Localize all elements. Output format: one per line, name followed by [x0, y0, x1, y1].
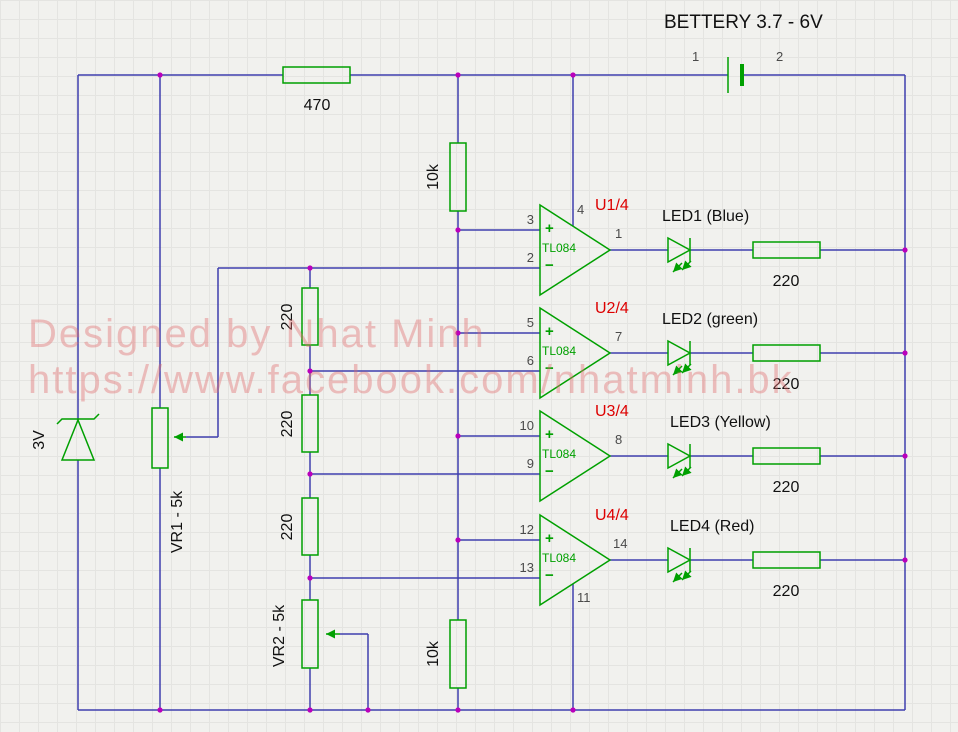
battery-pin1-label: 1	[692, 49, 700, 64]
u4-pin-minus-number: 13	[519, 560, 534, 575]
battery-title-label: BETTERY 3.7 - 6V	[664, 12, 823, 33]
u3-id-label: U3/4	[595, 403, 629, 420]
u2-plus-sign: +	[545, 323, 554, 340]
resistor-220-chain-1-label: 220	[279, 303, 297, 331]
wires	[77, 74, 906, 711]
u3-plus-sign: +	[545, 426, 554, 443]
u2-pin-out-number: 7	[615, 329, 623, 344]
led3-symbol[interactable]	[667, 442, 692, 479]
u2-id-label: U2/4	[595, 300, 629, 317]
u2-chip-label: TL084	[542, 344, 577, 358]
resistor-220-chain-2-label: 220	[279, 410, 297, 438]
resistor-220-chain-2-symbol[interactable]	[301, 394, 319, 453]
led1-label: LED1 (Blue)	[662, 208, 750, 225]
u2-pin-plus-number: 5	[526, 315, 534, 330]
resistor-10k-bottom-label: 10k	[425, 641, 443, 667]
led4-symbol[interactable]	[667, 546, 692, 583]
resistor-220-out-1-label: 220	[772, 273, 800, 290]
u1-pin-out-number: 1	[615, 226, 623, 241]
zener-3v-label: 3V	[31, 430, 49, 450]
vr2-label: VR2 - 5k	[271, 604, 289, 668]
resistor-470-label: 470	[303, 97, 331, 114]
u4-pin-out-number: 14	[613, 536, 628, 551]
u4-plus-sign: +	[545, 530, 554, 547]
u1-pin-minus-number: 2	[526, 250, 534, 265]
resistor-10k-top-symbol[interactable]	[449, 142, 467, 212]
opamp-u1-symbol[interactable]	[539, 203, 612, 297]
battery-symbol[interactable]	[727, 57, 744, 93]
resistor-220-out-2-label: 220	[772, 376, 800, 393]
opamp-u3-symbol[interactable]	[539, 409, 612, 503]
u3-pin-out-number: 8	[615, 432, 623, 447]
u2-pin-minus-number: 6	[526, 353, 534, 368]
resistor-470-symbol[interactable]	[282, 66, 351, 84]
zener-diode-symbol[interactable]	[56, 413, 100, 461]
u1-id-label: U1/4	[595, 197, 629, 214]
led2-symbol[interactable]	[667, 339, 692, 376]
u4-pin-power-number: 11	[577, 590, 591, 605]
opamp-u4-symbol[interactable]	[539, 513, 612, 607]
resistor-220-out-3-label: 220	[772, 479, 800, 496]
resistor-220-out-2-symbol[interactable]	[752, 344, 821, 362]
vr2-pot-symbol[interactable]	[301, 599, 340, 669]
resistor-220-out-1-symbol[interactable]	[752, 241, 821, 259]
resistor-220-out-4-symbol[interactable]	[752, 551, 821, 569]
u1-chip-label: TL084	[542, 241, 577, 255]
u1-pin-plus-number: 3	[526, 212, 534, 227]
u3-pin-plus-number: 10	[519, 418, 534, 433]
u4-chip-label: TL084	[542, 551, 577, 565]
led1-symbol[interactable]	[667, 236, 692, 273]
u3-minus-sign: −	[545, 463, 554, 480]
resistor-220-chain-3-symbol[interactable]	[301, 497, 319, 556]
u1-plus-sign: +	[545, 220, 554, 237]
u4-minus-sign: −	[545, 567, 554, 584]
resistor-220-chain-1-symbol[interactable]	[301, 287, 319, 346]
u1-pin-power-number: 4	[577, 202, 585, 217]
battery-pin2-label: 2	[776, 49, 784, 64]
u3-pin-minus-number: 9	[526, 456, 534, 471]
resistor-220-out-3-symbol[interactable]	[752, 447, 821, 465]
u1-minus-sign: −	[545, 257, 554, 274]
resistor-220-out-4-label: 220	[772, 583, 800, 600]
opamp-u2-symbol[interactable]	[539, 306, 612, 400]
resistor-10k-bottom-symbol[interactable]	[449, 619, 467, 689]
u4-id-label: U4/4	[595, 507, 629, 524]
vr1-pot-symbol[interactable]	[151, 407, 186, 469]
resistor-220-chain-3-label: 220	[279, 513, 297, 541]
resistor-10k-top-label: 10k	[425, 164, 443, 190]
led3-label: LED3 (Yellow)	[670, 414, 771, 431]
vr1-label: VR1 - 5k	[169, 490, 187, 554]
led4-label: LED4 (Red)	[670, 518, 755, 535]
led2-label: LED2 (green)	[662, 311, 759, 328]
u4-pin-plus-number: 12	[519, 522, 534, 537]
u2-minus-sign: −	[545, 360, 554, 377]
junction-dots	[157, 72, 908, 713]
u3-chip-label: TL084	[542, 447, 577, 461]
